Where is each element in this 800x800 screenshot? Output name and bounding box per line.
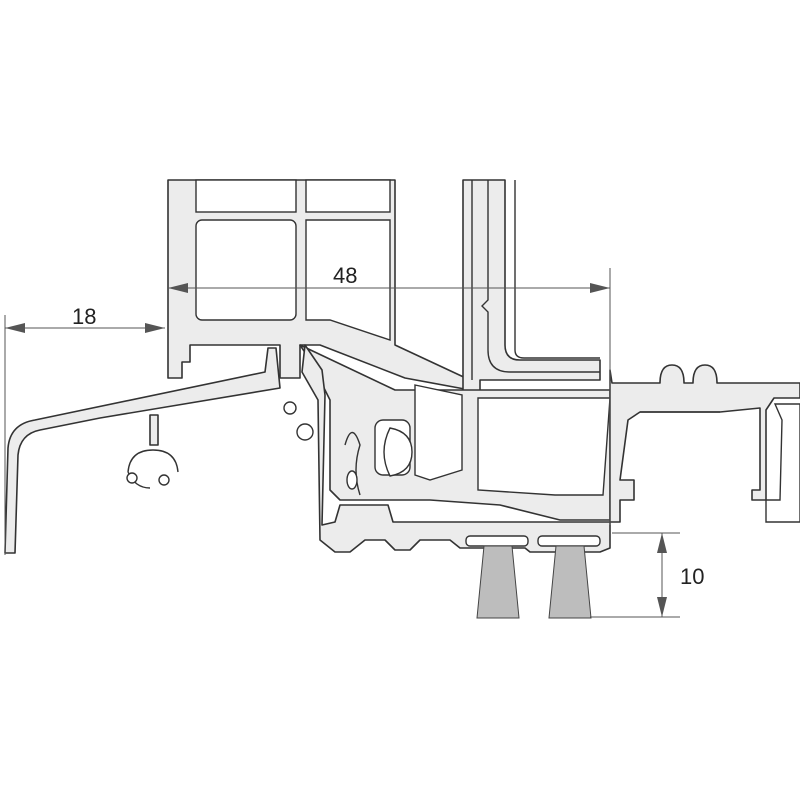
floor-frame-profile <box>609 364 800 523</box>
door-leaf-profile <box>462 179 601 396</box>
frame-profile <box>167 179 471 391</box>
dimension-overhang: 18 <box>4 304 165 555</box>
drip-cover <box>4 347 281 554</box>
dimension-brush-height: 10 <box>590 532 704 618</box>
dimension-frame-depth: 48 <box>168 263 611 525</box>
threshold-body <box>283 344 611 521</box>
brush-seal-left <box>476 545 520 619</box>
brush-seal-right <box>548 545 592 619</box>
dimension-frame-depth-label: 48 <box>333 263 357 288</box>
brush-seals <box>476 545 592 619</box>
dimension-brush-height-label: 10 <box>680 564 704 589</box>
dimension-overhang-label: 18 <box>72 304 96 329</box>
